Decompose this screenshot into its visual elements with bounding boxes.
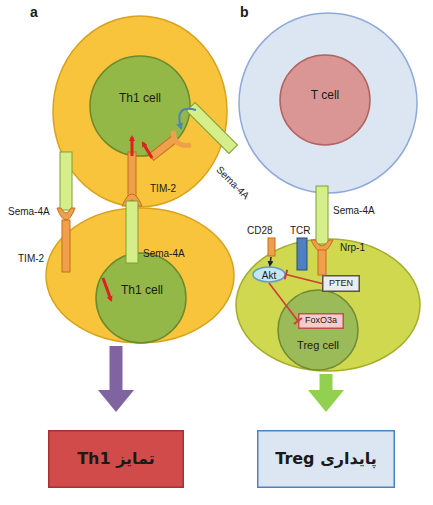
tim2-receptor-cup <box>57 208 75 220</box>
outcome-box: تمایز Th1 <box>48 430 184 488</box>
inhibition-shaft <box>269 283 298 321</box>
sema4a-ligand <box>316 186 328 244</box>
inhibition-shaft <box>286 275 322 284</box>
molecule-label: Nrp-1 <box>340 242 365 253</box>
block-arrow <box>98 346 134 412</box>
outcome-box: پایداری Treg <box>257 430 395 488</box>
node-label: پایداری Treg <box>275 450 377 468</box>
inhibition-line <box>285 270 322 284</box>
molecule-label: Sema-4A <box>8 206 50 217</box>
signal-arrow <box>131 137 134 156</box>
node-label: Th1 cell <box>119 92 161 105</box>
box-outline <box>323 276 360 292</box>
box-outline <box>258 431 395 488</box>
th1-cell: Th1 cell <box>45 207 235 344</box>
panel-letter: b <box>240 5 249 20</box>
tim2-receptor-cup <box>173 131 191 145</box>
activation-arrow <box>270 257 271 265</box>
cell-membrane <box>239 13 417 193</box>
block-arrow <box>308 374 344 412</box>
node-label: Akt <box>262 269 276 280</box>
node-label: PTEN <box>329 279 353 289</box>
node-outline <box>45 207 235 344</box>
tim2-receptor <box>128 152 136 198</box>
node-label: T cell <box>311 89 339 102</box>
cell-nucleus <box>280 55 370 145</box>
box-outline <box>299 314 344 329</box>
inhibition-line <box>269 283 302 324</box>
molecule-label: Sema-4A <box>214 164 251 201</box>
arrow-shaft <box>110 346 123 391</box>
cell-nucleus <box>278 290 358 370</box>
cell-nucleus <box>90 56 190 156</box>
molecule-label: Sema-4A <box>333 205 375 216</box>
cd28-receptor <box>268 238 275 256</box>
arrow-shaft <box>320 374 333 391</box>
tcr-receptor <box>297 238 307 270</box>
node-outline <box>238 12 418 194</box>
tim2-receptor <box>62 220 70 272</box>
treg-cell: Treg cell AktPTEN FoxO3a <box>235 238 421 372</box>
node-label: Th1 cell <box>121 284 163 297</box>
cell-membrane <box>253 267 285 282</box>
molecule-label: TIM-2 <box>18 253 44 264</box>
arrow-head <box>308 390 344 412</box>
panel-letter: a <box>30 5 38 20</box>
nrp1-receptor <box>318 250 326 275</box>
molecule-label: TIM-2 <box>150 183 176 194</box>
molecule-label: TCR <box>290 225 311 236</box>
node-label: تمایز Th1 <box>77 450 155 468</box>
akt-node: Akt <box>252 266 286 283</box>
sema4a-ligand <box>126 201 138 263</box>
t-cell: T cell <box>238 12 418 194</box>
cell-membrane <box>236 239 420 371</box>
node-label: Treg cell <box>297 339 339 351</box>
foxo3a-node: FoxO3a <box>298 313 344 329</box>
sema4a-ligand <box>60 152 72 210</box>
signal-arrow <box>143 143 152 158</box>
inhibition-bar <box>294 318 302 324</box>
arrow-head <box>98 390 134 412</box>
node-outline <box>235 238 421 372</box>
binding-arrow <box>179 109 196 128</box>
cell-membrane <box>46 208 234 343</box>
molecule-label: Sema-4A <box>143 248 185 259</box>
signal-arrow <box>103 278 111 300</box>
molecule-label: CD28 <box>247 225 273 236</box>
box-outline <box>49 431 184 488</box>
node-label: FoxO3a <box>305 316 337 326</box>
pten-node: PTEN <box>322 275 360 292</box>
cell-nucleus <box>96 253 186 343</box>
inhibition-bar <box>285 270 287 280</box>
